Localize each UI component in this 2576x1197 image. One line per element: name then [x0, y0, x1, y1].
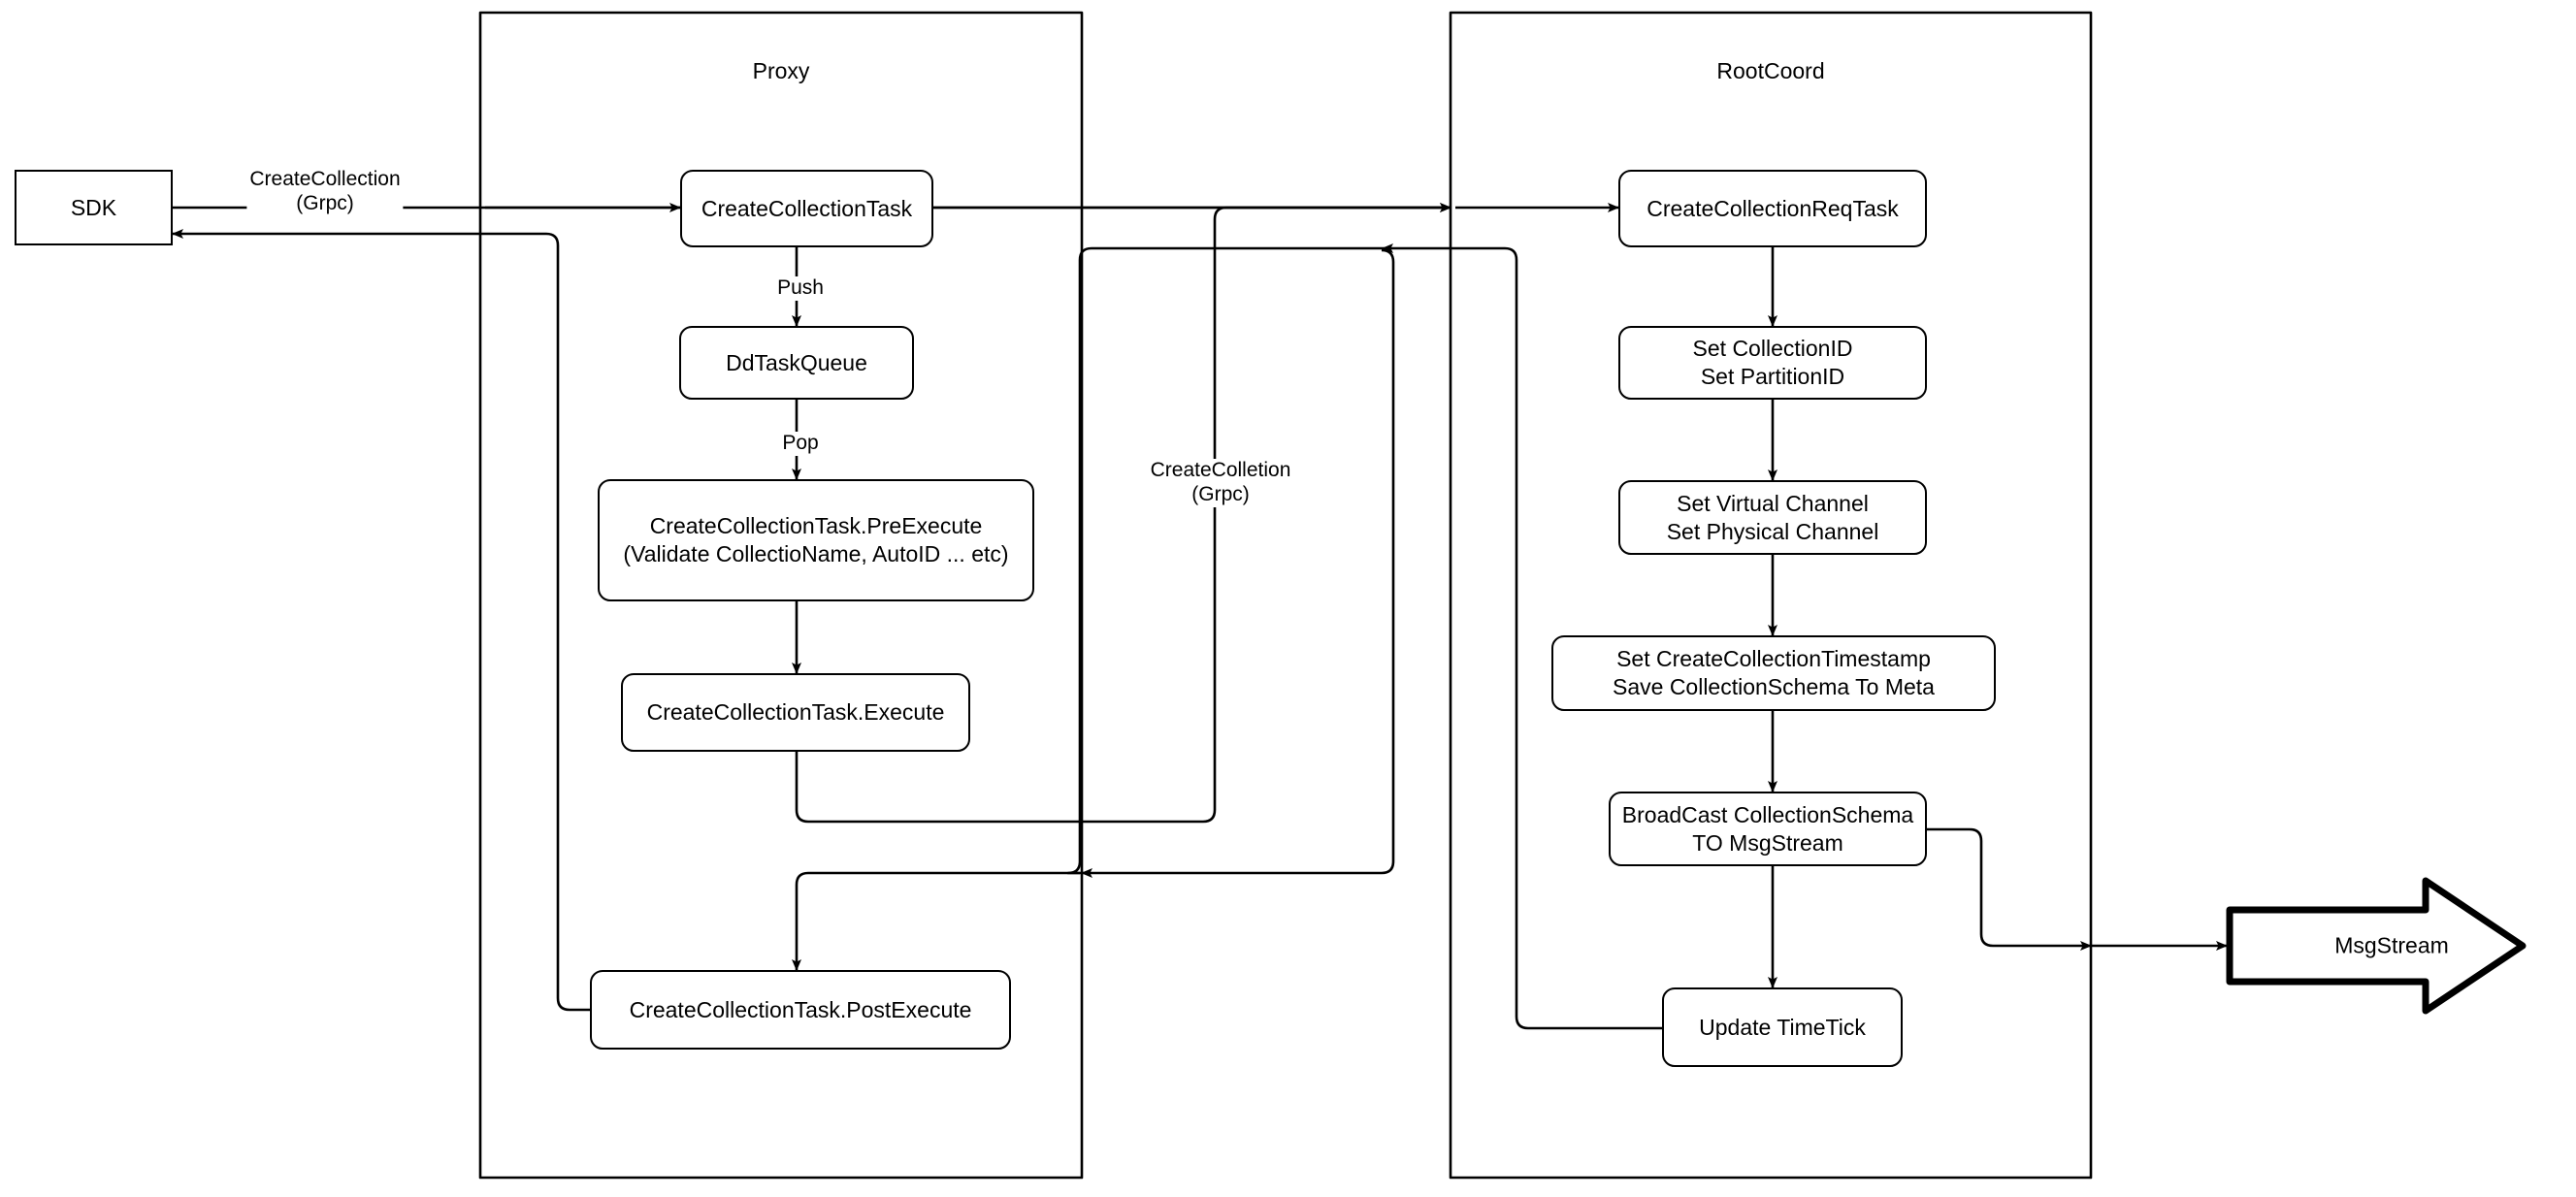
edge-execute-to-rootcoord [795, 752, 1203, 824]
node-execute[interactable]: CreateCollectionTask.Execute [621, 673, 970, 752]
edge-return-down-to-proxy [1378, 248, 1395, 875]
lane-title-proxy: Proxy [752, 58, 810, 83]
edge-timetick-return [1382, 243, 1662, 1030]
node-set-timestamp-label: Set CreateCollectionTimestamp Save Colle… [1613, 646, 1935, 699]
node-dd-task-queue-label: DdTaskQueue [726, 349, 867, 375]
edge-to-postexecute [792, 871, 1080, 971]
edge-label-push: Push [774, 276, 827, 301]
node-dd-task-queue[interactable]: DdTaskQueue [679, 326, 914, 400]
node-post-execute[interactable]: CreateCollectionTask.PostExecute [590, 970, 1011, 1050]
node-set-timestamp[interactable]: Set CreateCollectionTimestamp Save Colle… [1551, 635, 1996, 711]
node-msgstream-label: MsgStream [2334, 932, 2449, 958]
node-create-collection-req-task-label: CreateCollectionReqTask [1647, 195, 1899, 221]
node-broadcast[interactable]: BroadCast CollectionSchema TO MsgStream [1609, 792, 1927, 866]
node-update-timetick[interactable]: Update TimeTick [1662, 987, 1903, 1067]
node-create-collection-req-task[interactable]: CreateCollectionReqTask [1618, 170, 1927, 247]
lane-title-rootcoord: RootCoord [1716, 58, 1825, 83]
node-execute-label: CreateCollectionTask.Execute [646, 699, 945, 726]
node-update-timetick-label: Update TimeTick [1699, 1014, 1866, 1040]
edge-grpc-up-to-rootcoord [1202, 203, 1451, 824]
node-set-channels[interactable]: Set Virtual Channel Set Physical Channel [1618, 480, 1927, 555]
edge-broadcast-to-msgstream [1926, 827, 2092, 951]
node-sdk[interactable]: SDK [15, 170, 173, 245]
node-set-ids[interactable]: Set CollectionID Set PartitionID [1618, 326, 1927, 400]
edge-postexecute-to-sdk [172, 229, 595, 1012]
node-pre-execute[interactable]: CreateCollectionTask.PreExecute (Validat… [598, 479, 1034, 601]
node-pre-execute-label: CreateCollectionTask.PreExecute (Validat… [623, 513, 1009, 566]
node-set-ids-label: Set CollectionID Set PartitionID [1692, 336, 1853, 389]
edge-return-to-proxy-lane [1066, 246, 1383, 875]
node-sdk-label: SDK [70, 194, 117, 220]
edge-label-create-collection-grpc: CreateCollection (Grpc) [246, 168, 404, 216]
node-create-collection-task[interactable]: CreateCollectionTask [680, 170, 933, 247]
node-post-execute-label: CreateCollectionTask.PostExecute [629, 996, 972, 1022]
edge-label-create-colletion-grpc: CreateColletion (Grpc) [1147, 459, 1294, 507]
edge-label-pop: Pop [779, 432, 822, 456]
node-broadcast-label: BroadCast CollectionSchema TO MsgStream [1621, 801, 1914, 856]
node-create-collection-task-label: CreateCollectionTask [701, 195, 913, 221]
msgstream-shape [2226, 877, 2527, 1015]
node-set-channels-label: Set Virtual Channel Set Physical Channel [1666, 490, 1879, 544]
